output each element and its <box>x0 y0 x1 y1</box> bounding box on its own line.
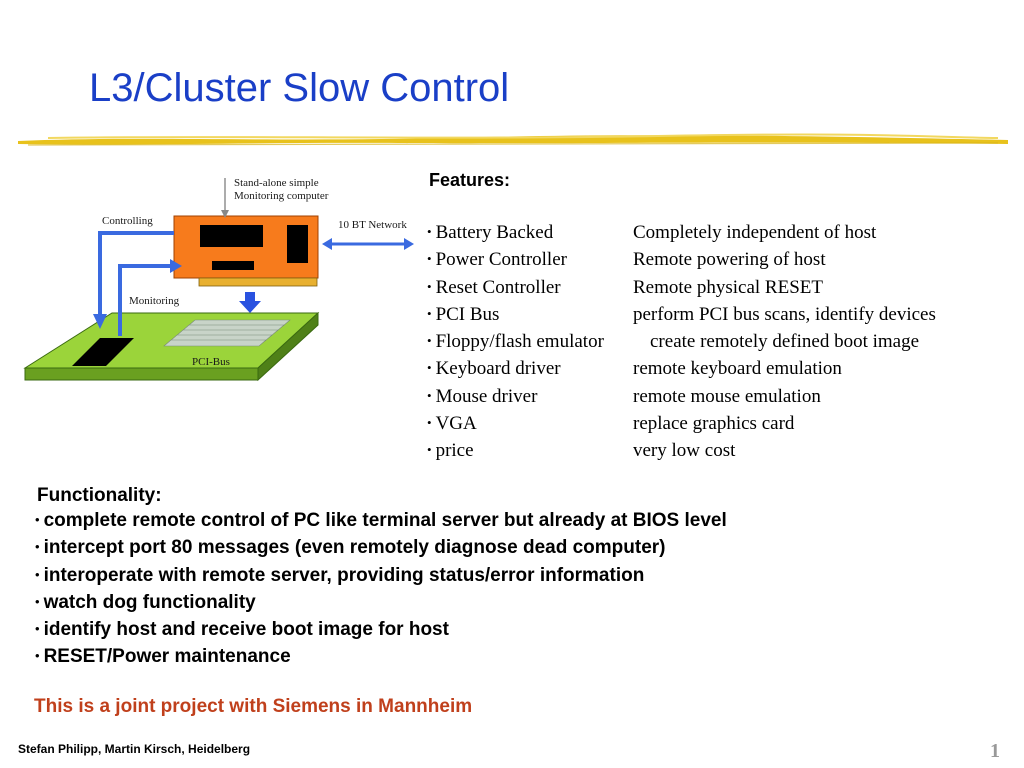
functionality-item-text: RESET/Power maintenance <box>43 646 291 668</box>
bullet-glyph: • <box>427 442 432 458</box>
bullet-glyph: • <box>427 360 432 376</box>
bullet-glyph: • <box>35 621 40 637</box>
label-monitoring: Monitoring <box>129 295 180 307</box>
label-standalone-line1: Stand-alone simple <box>234 177 319 189</box>
bullet-glyph: • <box>35 648 40 664</box>
bullet-glyph: • <box>35 512 40 527</box>
feature-name-text: Keyboard driver <box>435 358 561 380</box>
feature-description: very low cost <box>633 440 736 462</box>
feature-description: Remote powering of host <box>633 249 826 271</box>
feature-name: •price <box>427 440 474 462</box>
bullet-glyph: • <box>35 539 40 555</box>
bullet-glyph: • <box>427 251 432 267</box>
feature-name: •VGA <box>427 413 477 435</box>
feature-description: Completely independent of host <box>633 222 877 243</box>
features-heading: Features: <box>429 170 511 190</box>
feature-description: Remote physical RESET <box>633 276 823 298</box>
feature-name: •Mouse driver <box>427 386 537 408</box>
title-underline-rule <box>18 133 1008 146</box>
bullet-glyph: • <box>427 387 432 403</box>
functionality-item-text: complete remote control of PC like termi… <box>43 510 727 531</box>
label-controlling: Controlling <box>102 215 153 227</box>
label-network: 10 BT Network <box>338 219 407 231</box>
functionality-item: •identify host and receive boot image fo… <box>35 619 727 646</box>
footer-authors: Stefan Philipp, Martin Kirsch, Heidelber… <box>18 742 251 756</box>
feature-name-text: Reset Controller <box>435 276 561 298</box>
feature-name: •PCI Bus <box>427 304 499 326</box>
controller-card-icon <box>173 215 319 287</box>
feature-name-text: VGA <box>435 413 477 435</box>
bullet-glyph: • <box>427 224 432 239</box>
slide-title: L3/Cluster Slow Control <box>89 66 510 110</box>
feature-name-text: Battery Backed <box>435 222 554 243</box>
pci-slots-icon <box>163 319 291 347</box>
feature-name: •Power Controller <box>427 249 567 271</box>
feature-name-text: price <box>435 440 474 462</box>
functionality-item-text: watch dog functionality <box>43 591 256 613</box>
label-pcibus: PCI-Bus <box>192 356 230 368</box>
functionality-item: •RESET/Power maintenance <box>35 646 727 673</box>
bullet-glyph: • <box>35 566 40 582</box>
feature-name: •Keyboard driver <box>427 358 561 380</box>
bullet-glyph: • <box>427 278 432 294</box>
bullet-glyph: • <box>427 333 432 349</box>
feature-name-text: Power Controller <box>435 249 567 271</box>
bullet-glyph: • <box>35 593 40 609</box>
feature-description: remote mouse emulation <box>633 385 821 407</box>
monitoring-arrow-icon <box>118 264 174 336</box>
functionality-item: •watch dog functionality <box>35 592 727 619</box>
down-arrow-icon <box>239 292 261 313</box>
feature-name-text: Floppy/flash emulator <box>435 331 604 353</box>
functionality-heading: Functionality: <box>37 485 162 506</box>
functionality-item-text: intercept port 80 messages (even remotel… <box>43 537 666 559</box>
feature-description: create remotely defined boot image <box>650 331 920 353</box>
bullet-glyph: • <box>427 305 432 321</box>
feature-description: remote keyboard emulation <box>633 358 842 380</box>
feature-name: •Reset Controller <box>427 277 561 299</box>
joint-project-note: This is a joint project with Siemens in … <box>34 696 473 717</box>
feature-name-text: Mouse driver <box>435 385 538 407</box>
functionality-item-text: interoperate with remote server, providi… <box>43 564 645 586</box>
label-standalone-line2: Monitoring computer <box>234 190 329 202</box>
page-number: 1 <box>990 740 1000 762</box>
functionality-item: •intercept port 80 messages (even remote… <box>35 537 727 564</box>
feature-name: •Battery Backed <box>427 222 553 244</box>
functionality-item-text: identify host and receive boot image for… <box>43 619 449 641</box>
functionality-list: •complete remote control of PC like term… <box>35 510 727 674</box>
feature-name-text: PCI Bus <box>435 303 500 325</box>
bullet-glyph: • <box>427 415 432 431</box>
feature-description: perform PCI bus scans, identify devices <box>633 303 936 325</box>
controlling-arrow-icon <box>98 231 174 318</box>
feature-description: replace graphics card <box>633 413 795 435</box>
feature-name: •Floppy/flash emulator <box>427 331 604 353</box>
functionality-item: •complete remote control of PC like term… <box>35 510 727 537</box>
monitor-chip-icon <box>72 338 134 366</box>
architecture-diagram: Stand-alone simple Monitoring computer 1… <box>23 177 414 382</box>
functionality-item: •interoperate with remote server, provid… <box>35 565 727 592</box>
